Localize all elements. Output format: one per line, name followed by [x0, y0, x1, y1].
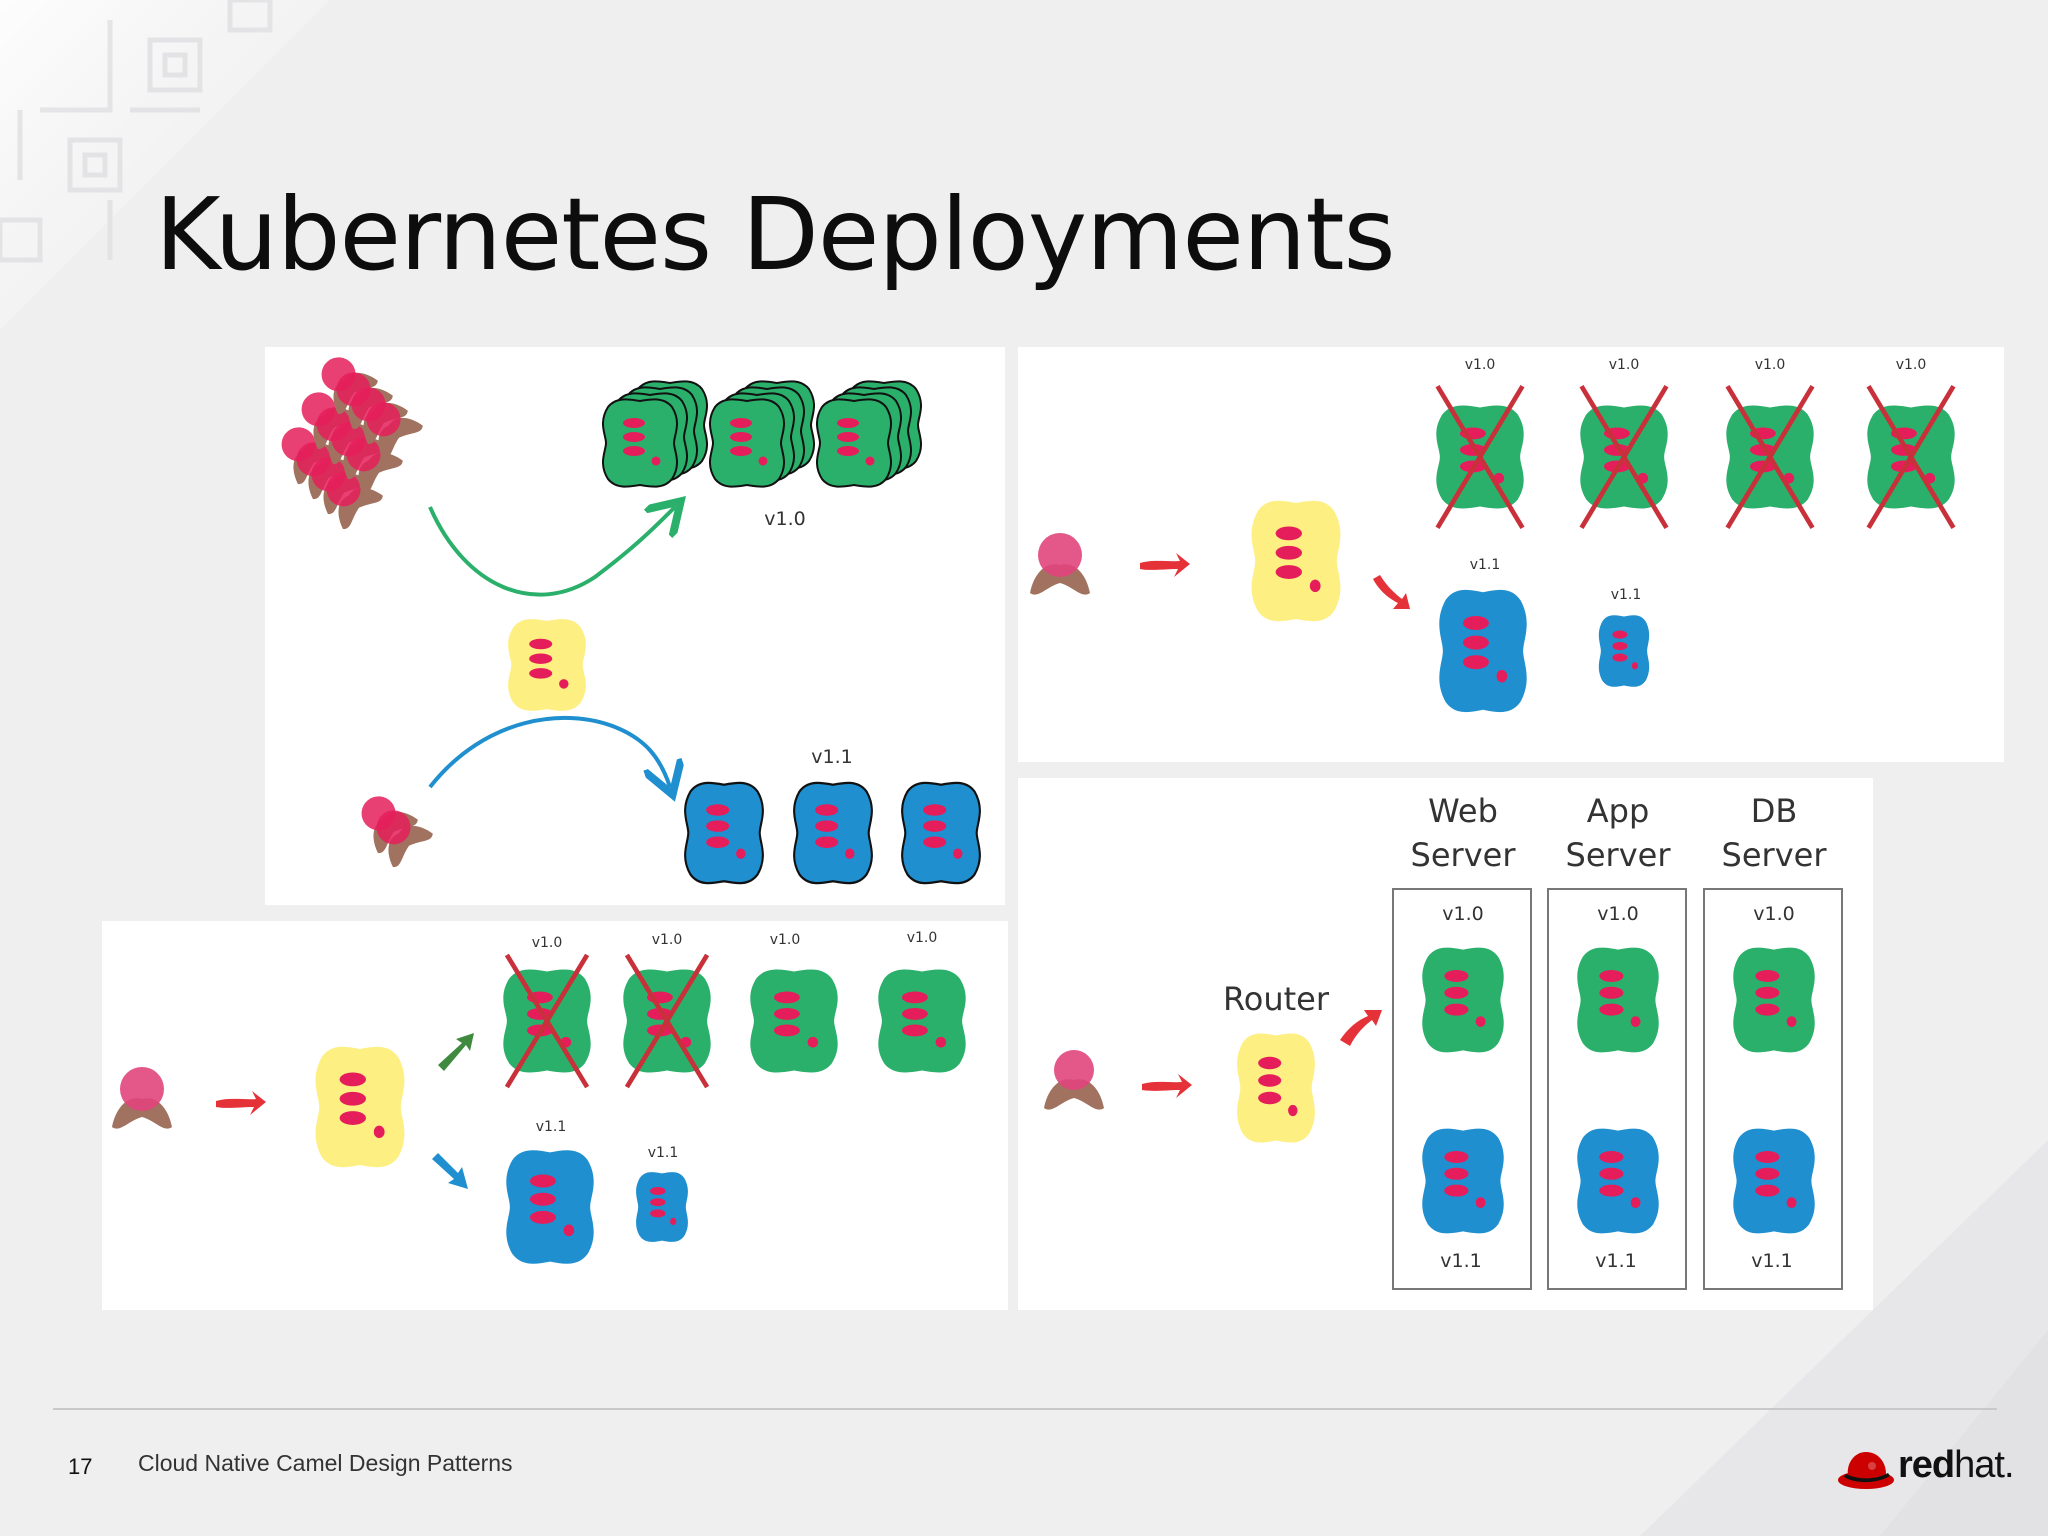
old-pod-3 — [1726, 386, 1813, 528]
old-pod-2 — [1580, 386, 1667, 528]
db-server-heading-line1: DB — [1751, 792, 1798, 830]
new-pod-2-starting — [1598, 615, 1650, 687]
corner-shading-br — [1640, 1140, 2048, 1536]
green-route-arrow-icon — [438, 1033, 474, 1071]
db-server-heading-line2: Server — [1722, 836, 1828, 874]
shadowman-icon — [1838, 1452, 1894, 1489]
panel-multi-tier: Router Web Server v1.0 v1.1 App Server v… — [1018, 778, 1873, 1310]
panel-rolling-update: v1.0 v1.0 v1.0 v1.0 v1.1 v1.1 — [1018, 347, 2004, 762]
new-pod-2-label: v1.1 — [648, 1145, 679, 1161]
router-label: Router — [1223, 980, 1330, 1018]
request-arrow-icon — [1142, 1074, 1192, 1098]
blue-green-diagram: v1.0 v1.1 — [267, 347, 982, 885]
user-icon — [112, 1067, 172, 1129]
page-title: Kubernetes Deployments — [155, 176, 1396, 293]
green-pod-stack-1 — [601, 380, 709, 488]
green-route-arrow — [428, 507, 675, 597]
new-pod-2-label: v1.1 — [1611, 587, 1642, 603]
page-number: 17 — [68, 1454, 93, 1479]
old-pod-1 — [503, 955, 591, 1087]
old-pod-4-label: v1.0 — [907, 930, 938, 946]
deck-title: Cloud Native Camel Design Patterns — [138, 1450, 513, 1476]
user-crowd-icon — [267, 347, 425, 531]
web-server-green-pod — [1422, 947, 1504, 1053]
new-pod-1 — [1439, 589, 1527, 713]
new-pod-2-starting — [636, 1172, 688, 1242]
db-server-blue-pod — [1733, 1128, 1815, 1234]
multi-tier-diagram: Router Web Server v1.0 v1.1 App Server v… — [1044, 792, 1843, 1290]
router-pod-icon — [508, 619, 586, 711]
old-pod-3 — [750, 969, 838, 1073]
green-pod-stack-3 — [815, 380, 923, 488]
blue-pod-2 — [792, 781, 874, 885]
redhat-wordmark: redhat. — [1898, 1444, 2015, 1486]
web-server-top-label: v1.0 — [1442, 903, 1483, 925]
old-pod-2-label: v1.0 — [1609, 357, 1640, 373]
web-server-column — [1392, 888, 1532, 1290]
redhat-logo: redhat. — [1836, 1440, 2015, 1496]
panel-blue-green: v1.0 v1.1 — [265, 347, 1005, 905]
app-server-column — [1547, 888, 1687, 1290]
db-server-top-label: v1.0 — [1753, 903, 1794, 925]
db-server-column — [1703, 888, 1843, 1290]
old-pod-2-label: v1.0 — [652, 932, 683, 948]
old-pod-4-label: v1.0 — [1896, 357, 1927, 373]
old-pod-3-label: v1.0 — [1755, 357, 1786, 373]
old-pod-3-label: v1.0 — [770, 932, 801, 948]
new-pod-1-label: v1.1 — [536, 1119, 567, 1135]
route-arrow-icon — [1373, 575, 1410, 609]
old-pod-1-label: v1.0 — [532, 935, 563, 951]
old-pod-1 — [1436, 386, 1523, 528]
old-pod-4 — [878, 969, 966, 1073]
blue-pod-3 — [900, 781, 982, 885]
web-server-heading-line1: Web — [1428, 792, 1498, 830]
route-arrow-icon — [1340, 1010, 1382, 1046]
corner-maze-pattern — [0, 0, 273, 263]
request-arrow-icon — [216, 1091, 266, 1115]
old-pod-1-label: v1.0 — [1465, 357, 1496, 373]
app-server-blue-pod — [1577, 1128, 1659, 1234]
green-pod-stack-2 — [708, 380, 816, 488]
app-server-top-label: v1.0 — [1597, 903, 1638, 925]
new-pod-1-label: v1.1 — [1470, 557, 1501, 573]
blue-route-arrow — [428, 715, 670, 787]
web-server-bottom-label: v1.1 — [1440, 1250, 1481, 1272]
app-server-green-pod — [1577, 947, 1659, 1053]
new-version-label: v1.1 — [811, 746, 852, 768]
router-pod-icon — [1237, 1033, 1315, 1143]
db-server-green-pod — [1733, 947, 1815, 1053]
router-pod-icon — [315, 1046, 405, 1168]
user-icon — [1030, 533, 1090, 595]
app-server-heading-line1: App — [1587, 792, 1650, 830]
app-server-bottom-label: v1.1 — [1595, 1250, 1636, 1272]
old-pod-4 — [1867, 386, 1954, 528]
blue-route-arrow-icon — [432, 1153, 468, 1189]
request-arrow-icon — [1140, 553, 1190, 577]
router-pod-icon — [1251, 500, 1341, 622]
web-server-heading-line2: Server — [1411, 836, 1517, 874]
blue-pod-1 — [683, 781, 765, 885]
app-server-heading-line2: Server — [1566, 836, 1672, 874]
canary-diagram: v1.0 v1.0 v1.0 v1.0 v1.1 v1.1 — [112, 930, 966, 1264]
user-icon — [1044, 1050, 1104, 1110]
rolling-update-diagram: v1.0 v1.0 v1.0 v1.0 v1.1 v1.1 — [1030, 357, 2004, 713]
new-pod-1 — [506, 1150, 594, 1264]
small-user-group-icon — [347, 783, 435, 869]
db-server-bottom-label: v1.1 — [1751, 1250, 1792, 1272]
footer-divider — [53, 1408, 1997, 1410]
old-pod-2 — [623, 955, 711, 1087]
web-server-blue-pod — [1422, 1128, 1504, 1234]
old-version-label: v1.0 — [764, 508, 805, 530]
panel-canary: v1.0 v1.0 v1.0 v1.0 v1.1 v1.1 — [102, 921, 1008, 1310]
corner-pattern-bg — [0, 0, 330, 330]
